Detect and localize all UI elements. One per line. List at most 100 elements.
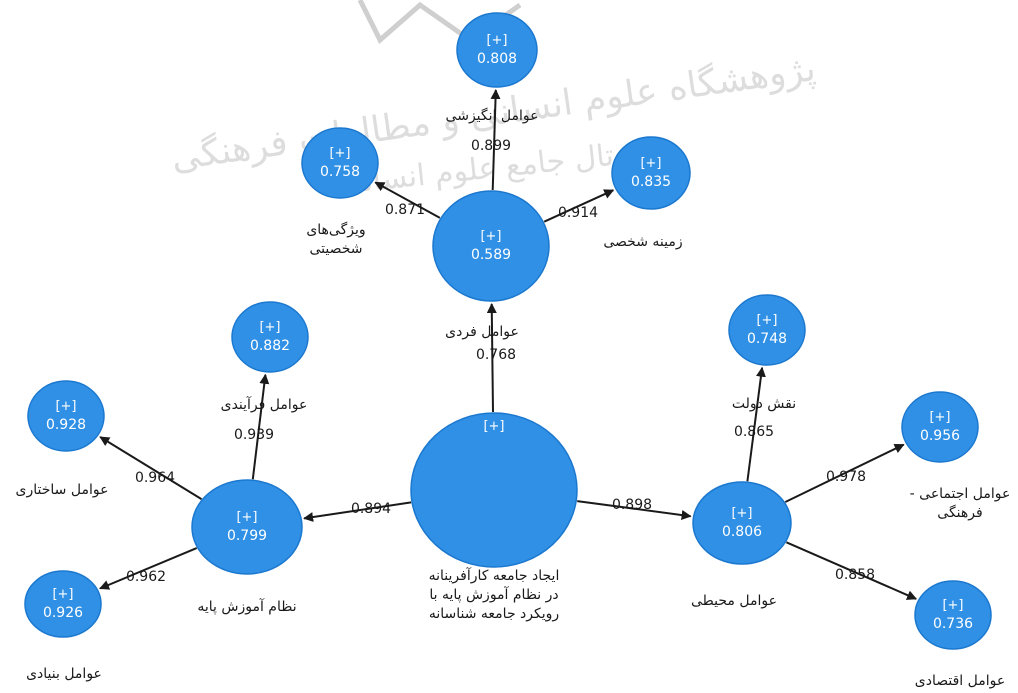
construct-label: زمینه شخصی	[603, 234, 682, 250]
path-coefficient-label: 0.899	[471, 138, 511, 154]
construct-label: عوامل ساختاری	[16, 482, 109, 498]
edge-mohiti-ejtemai: 0.978	[784, 443, 905, 503]
edge-arrow	[490, 89, 501, 191]
edge-arrow	[99, 436, 203, 500]
construct-node-eqtesadi[interactable]: [+] 0.736 عوامل اقتصادی	[914, 580, 1005, 689]
construct-circle[interactable]	[410, 412, 578, 568]
edge-amoozesh-sakhtari: 0.964	[99, 436, 203, 500]
construct-circle[interactable]	[456, 12, 538, 88]
construct-circle[interactable]	[27, 380, 105, 452]
construct-label: شخصیتی	[309, 241, 362, 257]
edge-arrow	[99, 547, 198, 590]
r-squared-value: 0.956	[920, 428, 960, 444]
edge-arrow	[577, 500, 692, 520]
path-coefficient-label: 0.865	[734, 424, 774, 440]
construct-node-amoozesh[interactable]: [+] 0.799 نظام آموزش پایه	[191, 479, 303, 615]
construct-node-mohiti[interactable]: [+] 0.806 عوامل محیطی	[691, 481, 792, 609]
construct-circle[interactable]	[231, 301, 309, 373]
construct-label: نظام آموزش پایه	[197, 598, 296, 615]
construct-label: عوامل بنیادی	[26, 666, 102, 682]
construct-circle[interactable]	[191, 479, 303, 575]
r-squared-value: 0.748	[747, 331, 787, 347]
construct-label: رویکرد جامعه شناسانه	[429, 606, 559, 622]
r-squared-value: 0.928	[46, 417, 86, 433]
edge-central-amoozesh: 0.894	[303, 501, 412, 523]
construct-node-central[interactable]: [+] ایجاد جامعه کارآفرینانه در نظام آموزش …	[410, 412, 578, 622]
construct-label: فرهنگی	[937, 504, 982, 521]
construct-circle[interactable]	[611, 136, 691, 210]
edge-fardi-angizeshi: 0.899	[471, 89, 511, 191]
edge-mohiti-dolat: 0.865	[734, 366, 774, 482]
path-coefficient-label: 0.858	[835, 567, 875, 583]
construct-label: عوامل اجتماعی -	[910, 486, 1011, 502]
path-coefficient-label: 0.914	[558, 205, 598, 221]
expand-toggle[interactable]: [+]	[55, 399, 76, 414]
expand-toggle[interactable]: [+]	[942, 598, 963, 613]
construct-node-sakhtari[interactable]: [+] 0.928 عوامل ساختاری	[16, 380, 109, 498]
expand-toggle[interactable]: [+]	[640, 156, 661, 171]
edge-amoozesh-farayandi: 0.939	[234, 373, 274, 480]
construct-circle[interactable]	[901, 391, 979, 463]
construct-label: در نظام آموزش پایه با	[429, 586, 558, 603]
path-coefficient-label: 0.978	[826, 469, 866, 485]
construct-circle[interactable]	[728, 294, 806, 366]
construct-node-ejtemai[interactable]: [+] 0.956 عوامل اجتماعی - فرهنگی	[901, 391, 1011, 521]
expand-toggle[interactable]: [+]	[929, 410, 950, 425]
r-squared-value: 0.758	[320, 164, 360, 180]
edge-arrow	[746, 366, 766, 482]
expand-toggle[interactable]: [+]	[756, 313, 777, 328]
edge-arrow	[251, 373, 270, 480]
path-coefficient-label: 0.871	[385, 202, 425, 218]
r-squared-value: 0.926	[43, 605, 83, 621]
construct-circle[interactable]	[914, 580, 992, 650]
r-squared-value: 0.835	[631, 174, 671, 190]
expand-toggle[interactable]: [+]	[236, 510, 257, 525]
edge-fardi-vizhegi: 0.871	[374, 181, 441, 219]
path-coefficient-label: 0.768	[476, 347, 516, 363]
construct-circle[interactable]	[692, 481, 792, 565]
nodes-layer: [+] ایجاد جامعه کارآفرینانه در نظام آموزش …	[16, 12, 1011, 689]
expand-toggle[interactable]: [+]	[483, 419, 504, 434]
r-squared-value: 0.736	[933, 616, 973, 632]
expand-toggle[interactable]: [+]	[486, 33, 507, 48]
edge-central-mohiti: 0.898	[577, 497, 692, 520]
edge-arrow	[543, 189, 615, 223]
construct-label: عوامل محیطی	[691, 593, 777, 609]
construct-circle[interactable]	[432, 190, 550, 302]
edge-arrow	[786, 541, 918, 600]
expand-toggle[interactable]: [+]	[329, 146, 350, 161]
construct-circle[interactable]	[24, 570, 102, 638]
expand-toggle[interactable]: [+]	[259, 320, 280, 335]
construct-label: ایجاد جامعه کارآفرینانه	[429, 567, 560, 584]
edge-arrow	[374, 181, 441, 219]
r-squared-value: 0.806	[722, 524, 762, 540]
r-squared-value: 0.799	[227, 528, 267, 544]
edge-arrow	[784, 443, 905, 503]
r-squared-value: 0.589	[471, 247, 511, 263]
construct-node-dolat[interactable]: [+] 0.748 نقش دولت	[728, 294, 806, 412]
construct-label: عوامل فردی	[445, 324, 519, 340]
edge-amoozesh-bonyadi: 0.962	[99, 547, 198, 590]
construct-node-fardi[interactable]: [+] 0.589 عوامل فردی	[432, 190, 550, 340]
path-coefficient-label: 0.894	[351, 501, 391, 517]
edge-mohiti-eqtesadi: 0.858	[786, 541, 918, 600]
construct-label: نقش دولت	[732, 396, 796, 412]
expand-toggle[interactable]: [+]	[480, 229, 501, 244]
edge-arrow	[486, 303, 497, 413]
expand-toggle[interactable]: [+]	[52, 587, 73, 602]
construct-label: عوامل اقتصادی	[915, 673, 1005, 689]
path-coefficient-label: 0.964	[135, 470, 175, 486]
construct-label: عوامل انگیزشی	[446, 107, 539, 124]
r-squared-value: 0.882	[250, 338, 290, 354]
path-coefficient-label: 0.898	[612, 497, 652, 513]
construct-node-bonyadi[interactable]: [+] 0.926 عوامل بنیادی	[24, 570, 102, 682]
construct-circle[interactable]	[301, 127, 379, 199]
construct-node-zamineh[interactable]: [+] 0.835 زمینه شخصی	[603, 136, 691, 250]
edge-fardi-zamineh: 0.914	[543, 189, 615, 223]
edge-arrow	[303, 501, 412, 523]
expand-toggle[interactable]: [+]	[731, 506, 752, 521]
